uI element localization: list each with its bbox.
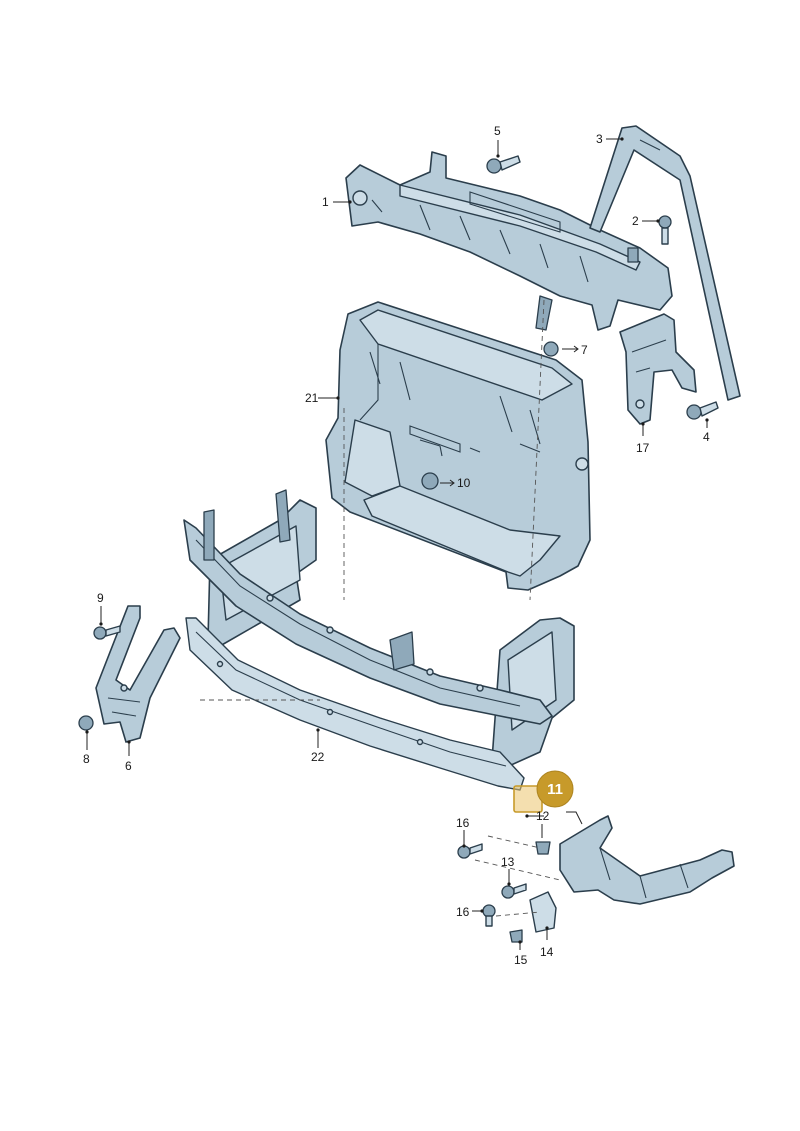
screw-part-2[interactable] bbox=[658, 215, 672, 245]
svg-text:3: 3 bbox=[596, 132, 603, 146]
screw-part-4[interactable] bbox=[686, 401, 719, 420]
callout-13: 13 bbox=[501, 855, 515, 886]
crossmember-part-22[interactable] bbox=[183, 489, 575, 791]
callout-1: 1 bbox=[322, 195, 352, 209]
bracket-part-6[interactable] bbox=[95, 605, 181, 743]
clip-part-10[interactable] bbox=[421, 472, 439, 490]
screw-part-13[interactable] bbox=[501, 883, 527, 899]
clip-part-12[interactable] bbox=[535, 841, 551, 855]
svg-text:15: 15 bbox=[514, 953, 528, 967]
screw-part-5[interactable] bbox=[486, 155, 521, 174]
svg-text:21: 21 bbox=[305, 391, 319, 405]
bracket-part-17[interactable] bbox=[619, 313, 697, 425]
screw-part-16-upper[interactable] bbox=[457, 843, 483, 859]
callout-9: 9 bbox=[97, 591, 104, 626]
clip-part-7[interactable] bbox=[543, 341, 559, 357]
svg-text:4: 4 bbox=[703, 430, 710, 444]
callout-16-upper: 16 bbox=[456, 816, 470, 848]
svg-text:12: 12 bbox=[536, 809, 550, 823]
svg-text:2: 2 bbox=[632, 214, 639, 228]
callout-2: 2 bbox=[632, 214, 660, 228]
callout-5: 5 bbox=[494, 124, 501, 158]
callout-17: 17 bbox=[636, 422, 650, 455]
svg-text:9: 9 bbox=[97, 591, 104, 605]
screw-part-9[interactable] bbox=[93, 625, 121, 640]
nut-part-8[interactable] bbox=[78, 715, 94, 731]
callout-22: 22 bbox=[311, 728, 325, 764]
svg-text:16: 16 bbox=[456, 816, 470, 830]
callout-14: 14 bbox=[540, 926, 554, 959]
svg-text:17: 17 bbox=[636, 441, 650, 455]
svg-text:14: 14 bbox=[540, 945, 554, 959]
svg-text:7: 7 bbox=[581, 343, 588, 357]
assembly-lines bbox=[200, 299, 561, 917]
callout-10: 10 bbox=[440, 476, 471, 490]
svg-text:6: 6 bbox=[125, 759, 132, 773]
callout-6: 6 bbox=[125, 740, 132, 773]
callout-8: 8 bbox=[83, 730, 90, 766]
leader-part-14-upper bbox=[566, 811, 583, 825]
callout-4: 4 bbox=[703, 418, 710, 444]
screw-part-16-lower[interactable] bbox=[482, 904, 496, 927]
callout-12: 12 bbox=[525, 809, 550, 838]
strut-part-3[interactable] bbox=[589, 125, 741, 401]
svg-text:11: 11 bbox=[547, 781, 563, 798]
bracket-part-14[interactable] bbox=[529, 815, 735, 933]
callout-21: 21 bbox=[305, 391, 340, 405]
svg-text:1: 1 bbox=[322, 195, 329, 209]
callout-15: 15 bbox=[514, 940, 528, 967]
callout-7: 7 bbox=[562, 343, 588, 357]
svg-text:5: 5 bbox=[494, 124, 501, 138]
air-guide-part-21[interactable] bbox=[325, 301, 591, 591]
svg-text:8: 8 bbox=[83, 752, 90, 766]
svg-text:13: 13 bbox=[501, 855, 515, 869]
svg-text:16: 16 bbox=[456, 905, 470, 919]
svg-text:22: 22 bbox=[311, 750, 325, 764]
highlight-part-11[interactable]: 11 bbox=[513, 770, 574, 813]
clip-part-15[interactable] bbox=[509, 929, 523, 943]
callout-3: 3 bbox=[596, 132, 624, 146]
lock-carrier-part-1[interactable] bbox=[345, 151, 673, 331]
callout-16-lower: 16 bbox=[456, 905, 484, 919]
svg-text:10: 10 bbox=[457, 476, 471, 490]
